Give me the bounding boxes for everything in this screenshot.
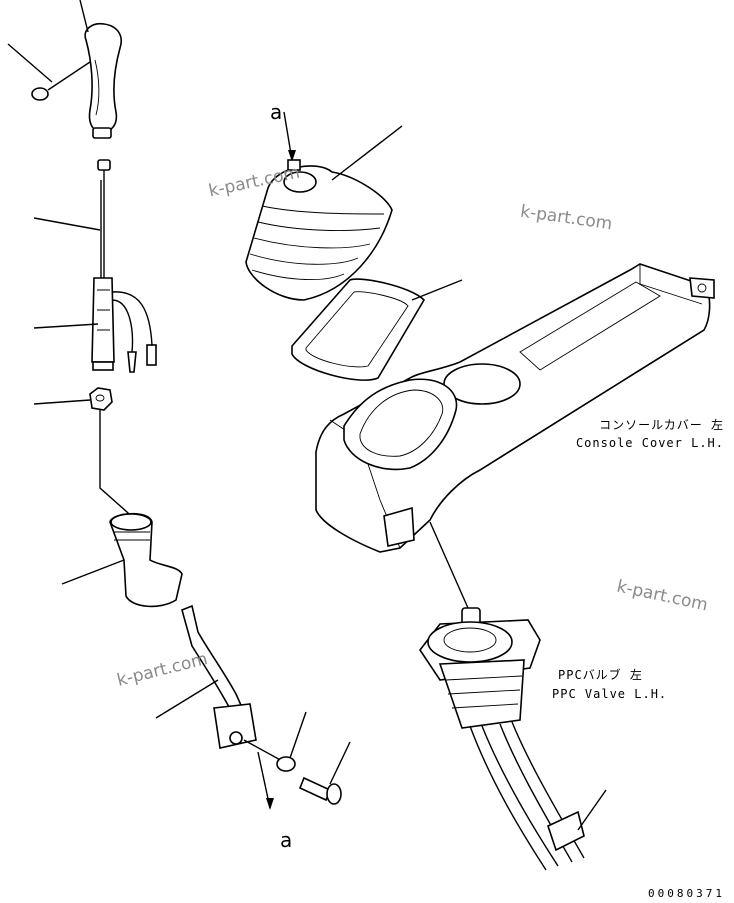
nut bbox=[89, 387, 113, 411]
console-cover-label-en: Console Cover L.H. bbox=[575, 436, 724, 450]
switch-assembly bbox=[91, 159, 157, 373]
boot-plate bbox=[291, 278, 426, 381]
lever-knob bbox=[84, 22, 122, 139]
lever-arm bbox=[181, 604, 257, 749]
knob-screw bbox=[31, 61, 91, 101]
console-cover-label-jp: コンソールカバー 左 bbox=[599, 418, 724, 432]
ppc-valve bbox=[419, 521, 585, 871]
console-cover bbox=[315, 263, 715, 553]
bolt bbox=[298, 776, 342, 805]
drawing-number: 00080371 bbox=[648, 887, 725, 900]
lever-sleeve bbox=[109, 512, 183, 608]
ppc-valve-label-jp: PPCバルブ 左 bbox=[558, 668, 643, 682]
ppc-valve-label-en: PPC Valve L.H. bbox=[552, 687, 668, 701]
reference-mark-top: a bbox=[270, 100, 283, 124]
lever-boot bbox=[245, 111, 393, 301]
washer bbox=[276, 756, 296, 772]
reference-mark-bottom: a bbox=[280, 828, 293, 852]
